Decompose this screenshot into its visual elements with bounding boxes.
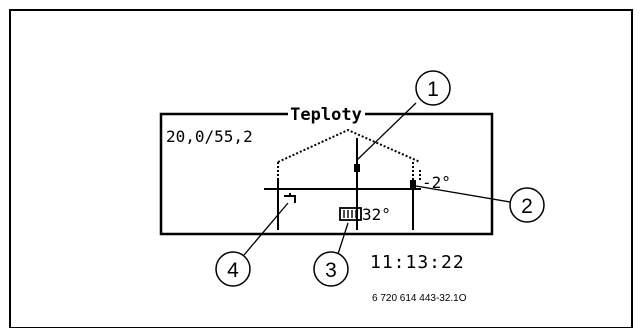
display-title: Teploty — [290, 105, 362, 125]
tap-icon — [284, 193, 296, 203]
callout-3-leader — [337, 222, 349, 255]
callout-1-circle — [415, 70, 451, 106]
outdoor-temp-value: -2° — [422, 173, 451, 192]
house-icon — [264, 128, 421, 230]
callout-4-number: 4 — [227, 259, 239, 282]
callout-4-leader — [243, 202, 289, 256]
display-frame — [159, 112, 494, 236]
callout-1: 1 — [356, 70, 451, 161]
outer-frame — [9, 9, 633, 328]
outdoor-sensor-marker — [410, 180, 416, 188]
clock-time: 11:13:22 — [370, 252, 465, 273]
figure-id: 6 720 614 443-32.1O — [372, 293, 467, 304]
callout-1-leader — [356, 102, 417, 161]
floor-temp-value: 32° — [362, 205, 391, 224]
callout-3-number: 3 — [325, 259, 337, 282]
callout-2-number: 2 — [521, 195, 533, 218]
callout-4: 4 — [215, 202, 289, 287]
radiator-icon — [339, 207, 362, 221]
callout-2-circle — [509, 187, 545, 223]
setpoints-value: 20,0/55,2 — [166, 127, 253, 146]
callout-2-leader — [415, 185, 511, 203]
room-sensor-marker — [354, 164, 360, 172]
house-roof — [277, 128, 421, 163]
callout-2: 2 — [415, 185, 545, 223]
callout-3: 3 — [313, 222, 349, 287]
callout-4-circle — [215, 251, 251, 287]
callout-3-circle — [313, 251, 349, 287]
callout-1-number: 1 — [427, 78, 439, 101]
